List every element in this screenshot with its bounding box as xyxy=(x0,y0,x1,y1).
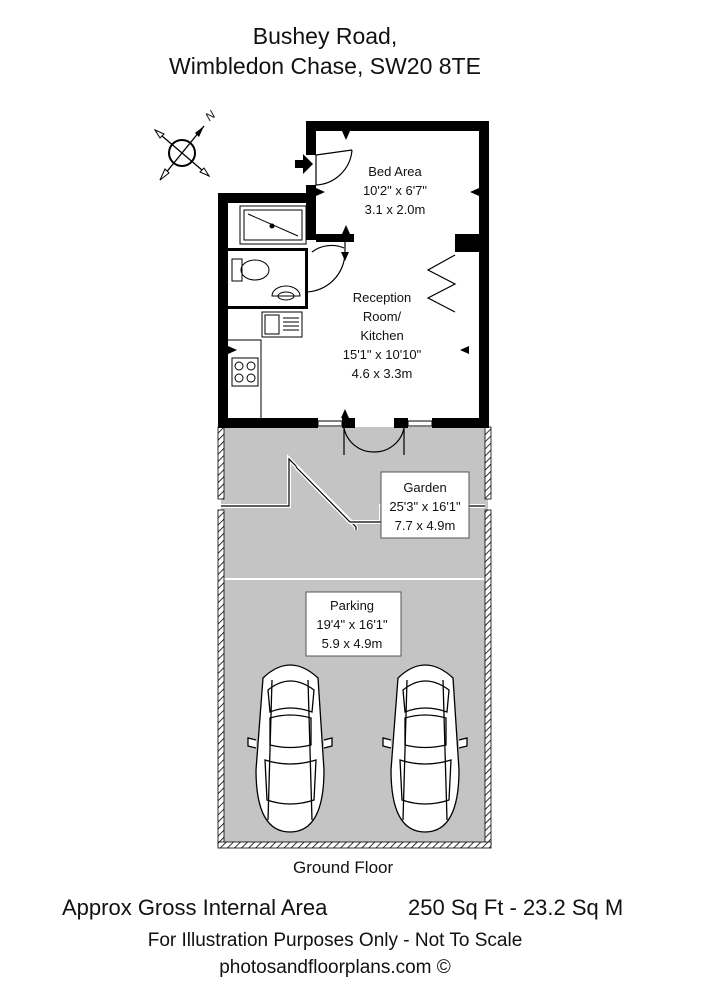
floor-label: Ground Floor xyxy=(293,858,394,877)
address-line-1: Bushey Road, xyxy=(252,23,398,49)
area-label: Approx Gross Internal Area xyxy=(62,895,328,920)
disclaimer: For Illustration Purposes Only - Not To … xyxy=(147,930,523,951)
parking-imperial: 19'4" x 16'1" xyxy=(316,617,388,632)
compass-icon: N xyxy=(153,107,218,181)
entrance-arrow-icon xyxy=(295,154,313,174)
shower-tray xyxy=(239,205,307,245)
bed-area-metric: 3.1 x 2.0m xyxy=(365,202,426,217)
parking-name: Parking xyxy=(330,598,374,613)
garden-label-box: Garden 25'3" x 16'1" 7.7 x 4.9m xyxy=(380,471,470,539)
garden-imperial: 25'3" x 16'1" xyxy=(389,499,461,514)
area-value: 250 Sq Ft - 23.2 Sq M xyxy=(408,895,624,920)
car-icon xyxy=(382,664,468,833)
credit: photosandfloorplans.com © xyxy=(219,957,451,978)
dimension-markers xyxy=(228,131,479,418)
bed-area-imperial: 10'2" x 6'7" xyxy=(363,183,427,198)
garden-name: Garden xyxy=(403,480,446,495)
reception-name-line2: Room/ xyxy=(363,309,402,324)
reception-imperial: 15'1" x 10'10" xyxy=(343,347,422,362)
building-walls xyxy=(218,121,489,428)
address-line-2: Wimbledon Chase, SW20 8TE xyxy=(169,53,481,79)
car-icon xyxy=(247,664,333,833)
hob xyxy=(231,357,259,387)
garden-metric: 7.7 x 4.9m xyxy=(395,518,456,533)
reception-metric: 4.6 x 3.3m xyxy=(352,366,413,381)
reception-name-line1: Reception xyxy=(353,290,412,305)
parking-metric: 5.9 x 4.9m xyxy=(322,636,383,651)
reception-name-line3: Kitchen xyxy=(360,328,403,343)
toilet-cistern xyxy=(231,258,243,282)
parking-label-box: Parking 19'4" x 16'1" 5.9 x 4.9m xyxy=(305,591,402,657)
basin xyxy=(271,285,301,297)
bathroom-fixtures xyxy=(231,205,307,301)
doors xyxy=(304,149,457,455)
kitchen-fixtures xyxy=(228,311,303,418)
compass-north-label: N xyxy=(202,107,218,124)
toilet-bowl xyxy=(240,259,270,281)
kitchen-sink xyxy=(261,311,303,338)
bed-area-name: Bed Area xyxy=(368,164,422,179)
